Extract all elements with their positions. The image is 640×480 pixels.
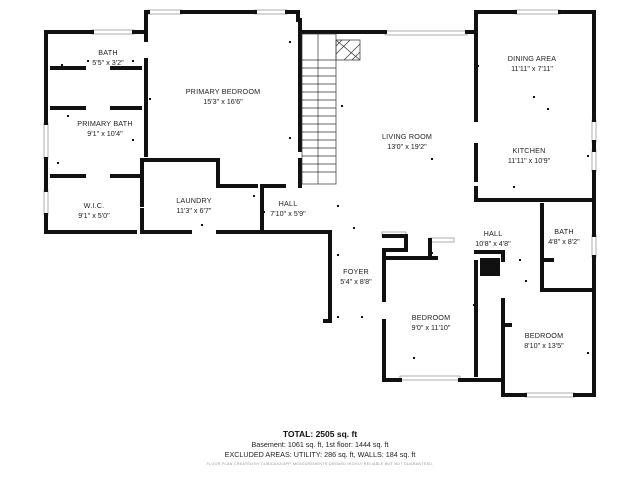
window [43, 189, 49, 216]
staircase [301, 33, 361, 185]
room-dim-dining-area: 11'11" x 7'11" [511, 64, 553, 73]
room-name-foyer: FOYER [343, 267, 369, 276]
total-value: 2505 sq. ft [315, 429, 358, 439]
utility-block [480, 258, 500, 276]
window [524, 392, 576, 398]
window [384, 30, 468, 36]
room-dim-hall: 7'10" x 5'9" [270, 209, 306, 218]
room-dim-laundry: 11'3" x 6'7" [177, 206, 212, 215]
excluded-areas: EXCLUDED AREAS: UTILITY: 286 sq. ft, WAL… [224, 450, 416, 459]
area-breakdown: Basement: 1061 sq. ft, 1st floor: 1444 s… [251, 440, 389, 449]
fixture-marks [57, 41, 589, 359]
room-dim-bedroom: 9'0" x 11'10" [412, 323, 451, 332]
window [591, 149, 597, 173]
disclaimer: FLOOR PLAN CREATED BY CUBICASA APP. MEAS… [206, 462, 434, 466]
room-name-bath: BATH [98, 48, 117, 57]
window [254, 9, 288, 15]
room-name-dining-area: DINING AREA [508, 54, 557, 63]
room-name-primary-bedroom: PRIMARY BEDROOM [186, 87, 261, 96]
window [591, 234, 597, 258]
room-dim-foyer: 5'4" x 8'8" [340, 277, 372, 286]
room-name-laundry: LAUNDRY [176, 196, 212, 205]
window [429, 237, 455, 243]
room-dim-bath-2: 4'8" x 8'2" [548, 237, 580, 246]
window [147, 9, 183, 15]
room-dim-primary-bath: 9'1" x 10'4" [87, 129, 123, 138]
room-name-bath-2: BATH [554, 227, 573, 236]
room-labels: BATH 5'5" x 3'2" PRIMARY BATH 9'1" x 10'… [77, 48, 580, 350]
room-name-primary-bath: PRIMARY BATH [77, 119, 133, 128]
room-name-wic: W.I.C. [84, 201, 105, 210]
room-dim-living-room: 13'0" x 19'2" [387, 142, 427, 151]
window [43, 122, 49, 160]
room-name-living-room: LIVING ROOM [382, 132, 432, 141]
window [514, 9, 561, 15]
room-name-kitchen: KITCHEN [513, 146, 546, 155]
room-dim-bedroom-2: 8'10" x 13'5" [524, 341, 564, 350]
total-label: TOTAL: [282, 429, 314, 439]
window [91, 29, 135, 35]
room-dim-kitchen: 11'11" x 10'9" [508, 156, 551, 165]
room-name-bedroom: BEDROOM [412, 313, 451, 322]
walls [44, 10, 596, 397]
room-name-hall: HALL [279, 199, 298, 208]
room-name-hall-2: HALL [484, 229, 503, 238]
total-area: TOTAL: 2505 sq. ft [0, 429, 640, 439]
room-dim-primary-bedroom: 15'3" x 16'6" [203, 97, 243, 106]
window [399, 375, 461, 381]
room-dim-wic: 9'1" x 5'0" [78, 211, 110, 220]
room-dim-bath: 5'5" x 3'2" [92, 58, 124, 67]
window [591, 119, 597, 143]
room-dim-hall-2: 10'8" x 4'8" [475, 239, 511, 248]
room-name-bedroom-2: BEDROOM [525, 331, 564, 340]
